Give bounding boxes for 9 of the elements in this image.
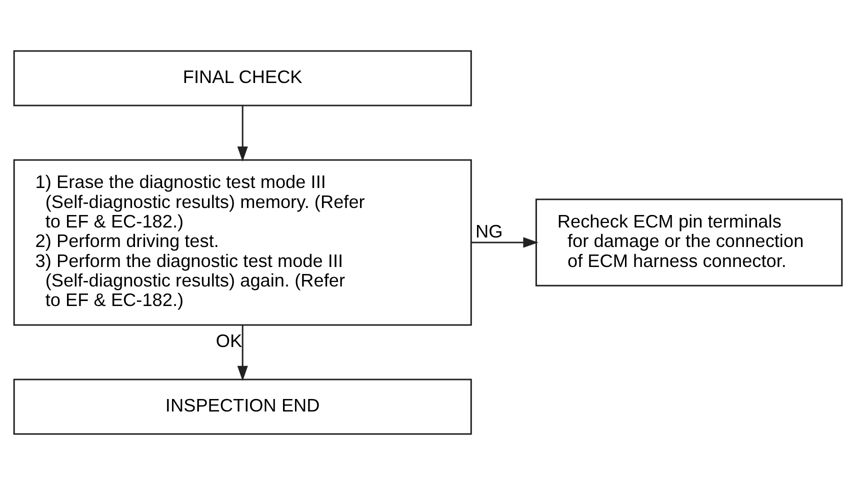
arrow: [237, 325, 248, 382]
node-box: INSPECTION END: [13, 378, 472, 435]
arrow: [472, 237, 538, 248]
node-box: FINAL CHECK: [13, 50, 472, 106]
arrow: [237, 106, 248, 162]
edge-label: OK: [216, 331, 242, 352]
node-box: Recheck ECM pin terminals for damage or the connection of ECM harness connector.: [535, 198, 843, 286]
edge-label: NG: [475, 221, 503, 242]
node-box: 1) Erase the diagnostic test mode III (Self-diagnostic results) memory. (Refer to EF & EC-182.) 2) Perform driving test. 3) Perform the diagnostic test mode III (Self-diagnostic results) again. (Refer to EF & EC-182.): [13, 159, 472, 326]
